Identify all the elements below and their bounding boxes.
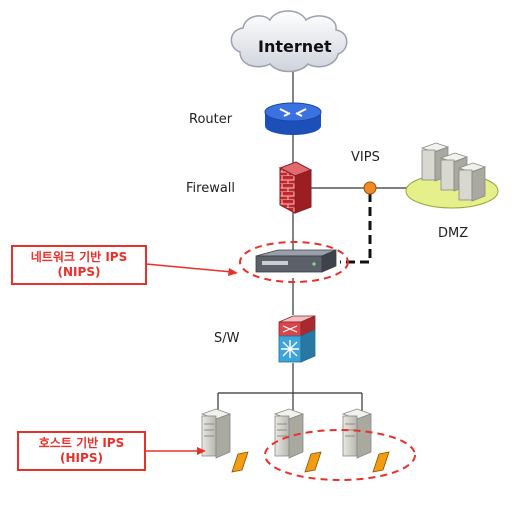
internet-label: Internet: [258, 37, 332, 56]
router-label: Router: [189, 112, 233, 127]
nips-callout: 네트워크 기반 IPS (NIPS): [11, 245, 147, 285]
router-icon: [264, 102, 322, 135]
hips-callout: 호스트 기반 IPS (HIPS): [17, 431, 146, 471]
host-server-1-icon: [200, 408, 249, 473]
hips-callout-title: 호스트 기반 IPS: [38, 436, 125, 450]
nips-callout-abbr: (NIPS): [57, 265, 101, 279]
host-server-3-icon: [341, 408, 390, 473]
host-server-2-icon: [273, 408, 322, 473]
switch-icon: [278, 315, 316, 363]
internet-cloud: [230, 10, 348, 73]
switch-label: S/W: [214, 331, 240, 346]
hips-callout-abbr: (HIPS): [60, 451, 103, 465]
nips-highlight: [239, 241, 349, 283]
nips-callout-title: 네트워크 기반 IPS: [30, 250, 128, 264]
vips-node-icon: [363, 181, 377, 195]
dmz-servers-icon: [405, 142, 499, 209]
dmz-label: DMZ: [438, 226, 469, 241]
callout-arrows: [145, 263, 238, 455]
firewall-icon: [278, 161, 313, 214]
connection-lines: [217, 70, 420, 412]
nips-device-icon: [255, 249, 337, 273]
firewall-label: Firewall: [186, 181, 236, 196]
vips-label: VIPS: [351, 150, 380, 165]
vips-dashed-link: [340, 193, 372, 264]
hips-highlight: [264, 429, 416, 481]
